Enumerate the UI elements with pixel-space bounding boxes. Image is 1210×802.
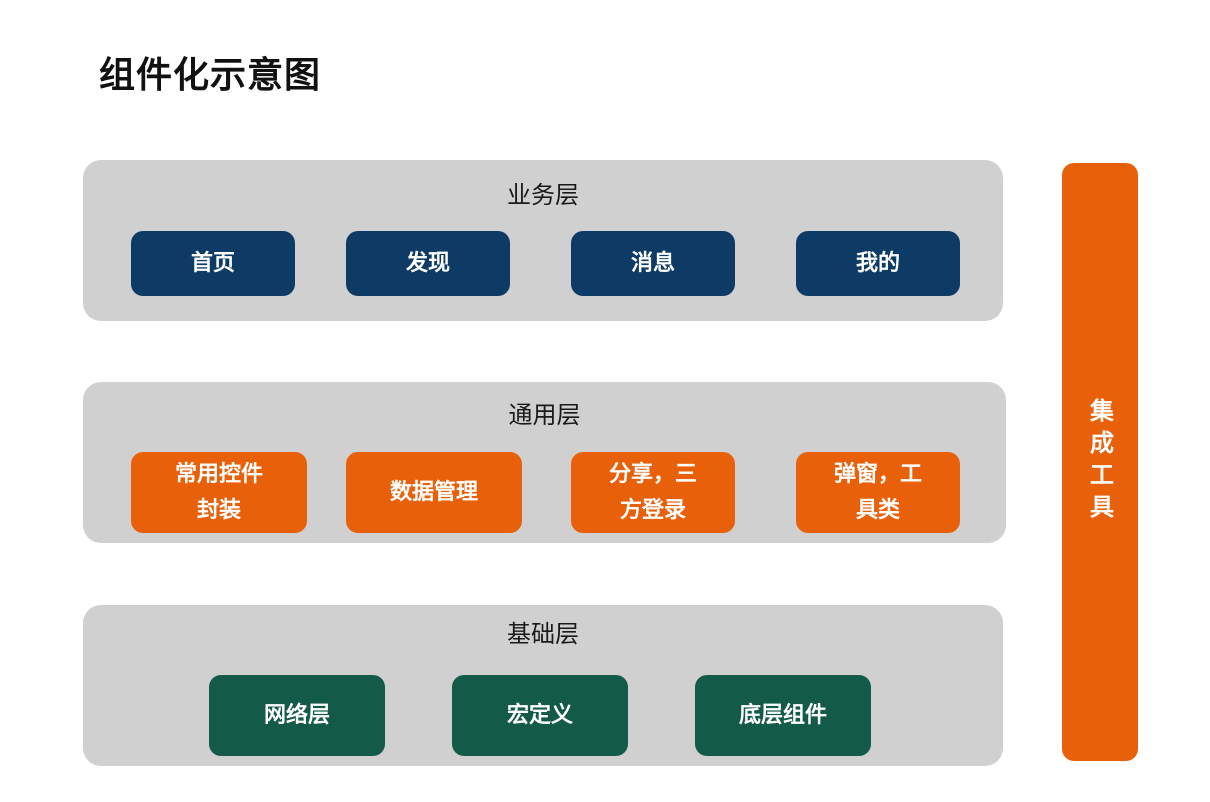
business-item-mine[interactable]: 我的 (796, 231, 960, 296)
base-layer-title: 基础层 (507, 620, 579, 648)
common-item-controls[interactable]: 常用控件 封装 (131, 452, 307, 533)
base-item-core-components[interactable]: 底层组件 (695, 675, 871, 756)
business-item-discover[interactable]: 发现 (346, 231, 510, 296)
common-layer-title: 通用层 (508, 401, 581, 429)
base-layer: 基础层 网络层 宏定义 底层组件 (83, 605, 1003, 766)
common-item-share-login[interactable]: 分享，三 方登录 (571, 452, 735, 533)
business-layer: 业务层 首页 发现 消息 我的 (83, 160, 1003, 321)
integration-tools-label: 集成工具 (1085, 398, 1114, 526)
integration-tools-bar[interactable]: 集成工具 (1062, 163, 1138, 761)
common-item-data-management[interactable]: 数据管理 (346, 452, 522, 533)
base-item-network[interactable]: 网络层 (209, 675, 385, 756)
common-layer: 通用层 常用控件 封装 数据管理 分享，三 方登录 弹窗，工 具类 (83, 382, 1006, 543)
base-item-macros[interactable]: 宏定义 (452, 675, 628, 756)
business-item-messages[interactable]: 消息 (571, 231, 735, 296)
page-title: 组件化示意图 (99, 55, 322, 96)
business-layer-title: 业务层 (507, 181, 579, 209)
business-item-home[interactable]: 首页 (131, 231, 295, 296)
common-item-popup-tools[interactable]: 弹窗，工 具类 (796, 452, 960, 533)
